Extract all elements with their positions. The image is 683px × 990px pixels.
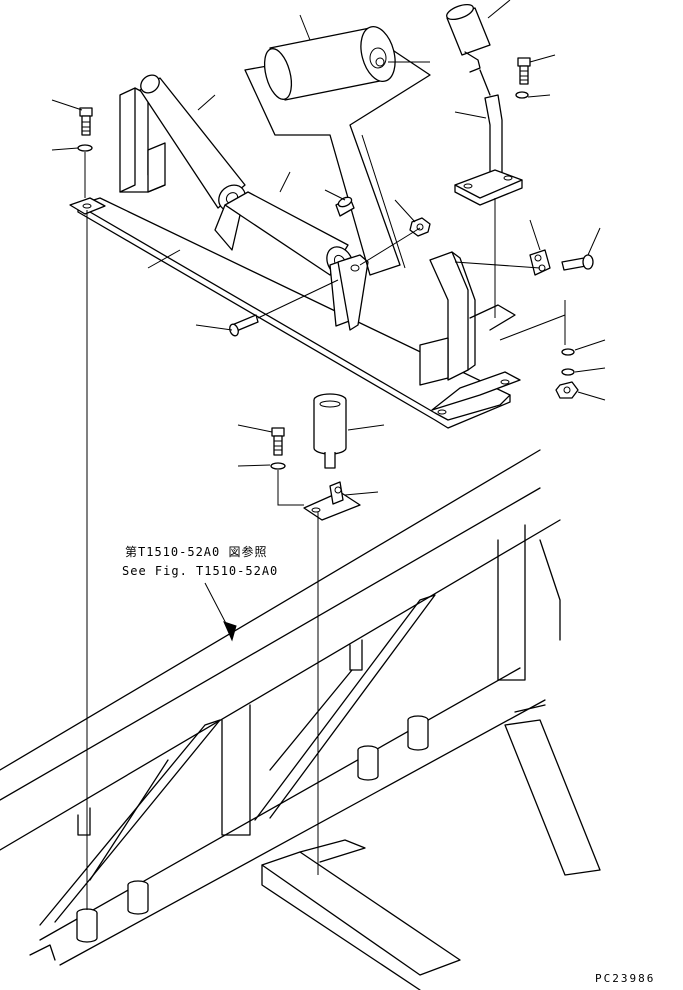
wing-roller-left [139, 74, 246, 212]
left-bracket [119, 87, 166, 193]
guide-stand-mid [469, 304, 516, 331]
washer-right-2 [561, 368, 575, 376]
nut-right [555, 381, 579, 399]
roller-bracket-center [337, 254, 369, 331]
nut-center-right [409, 217, 431, 237]
guide-base-center [303, 481, 361, 521]
drawing-code: PC23986 [595, 972, 656, 985]
center-roller [214, 191, 354, 327]
washer-center-guide [270, 462, 286, 470]
pad-3 [127, 880, 149, 915]
frame-pads [29, 715, 429, 961]
pad-4 [76, 908, 98, 943]
main-frame [0, 449, 601, 966]
link-plate-right [529, 249, 551, 276]
idler-base-beam [69, 197, 521, 429]
washer-upper-left [77, 144, 93, 152]
right-bracket [419, 251, 476, 386]
bolt-center-guide [271, 427, 285, 456]
reference-note-en: See Fig. T1510-52A0 [122, 564, 279, 578]
mounting-plate-left [69, 197, 106, 215]
reference-arrow [204, 582, 237, 642]
bolt-right [561, 254, 594, 271]
pad-1 [407, 715, 429, 751]
guide-roller-top [446, 3, 491, 96]
frame-corner [29, 944, 56, 961]
bolt-upper-left [79, 107, 93, 136]
bottom-cross-beam [261, 839, 461, 990]
washer-right-1 [561, 348, 575, 356]
leader-lines [51, 0, 606, 496]
mounting-plate-right [431, 371, 521, 411]
reference-note-jp: 第T1510-52A0 図参照 [125, 545, 268, 559]
bolt-lower-left [229, 314, 259, 337]
bolt-top-right [517, 57, 531, 85]
washer-top-right [515, 91, 529, 99]
pad-2 [357, 745, 379, 781]
pin-center [335, 196, 355, 217]
return-roller-assembly [244, 25, 431, 276]
assembly-lines [84, 134, 566, 910]
guide-stand-top [454, 94, 523, 206]
guide-roller-center [313, 393, 347, 469]
return-roller [263, 25, 396, 101]
